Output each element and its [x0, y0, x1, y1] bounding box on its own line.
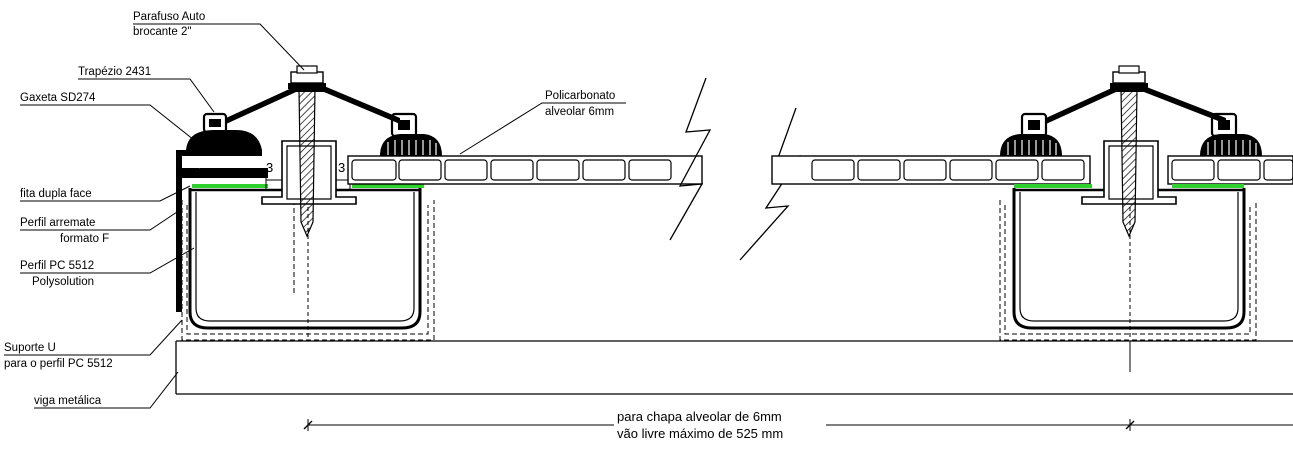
right-trapezio [1046, 86, 1226, 124]
span-dimension: para chapa alveolar de 6mm vão livre máx… [303, 408, 1293, 442]
left-gasket [186, 112, 262, 150]
right-profile-assembly [999, 65, 1262, 341]
polycarbonate-sheet-right [771, 155, 1293, 185]
right-gasket-b [1200, 112, 1262, 156]
left-screw [288, 65, 326, 238]
left-pc5512-profile [188, 188, 422, 330]
left-tape-2 [352, 184, 424, 188]
callout-labels: Parafuso Auto brocante 2" Trapézio 2431 … [4, 11, 615, 407]
label-gaxeta: Gaxeta SD274 [20, 92, 96, 104]
label-policarbonato-1: Policarbonato [545, 90, 615, 102]
label-screw-2: brocante 2" [133, 26, 191, 38]
label-screw-1: Parafuso Auto [133, 11, 205, 23]
label-gap-left: 3 [266, 160, 273, 175]
label-viga: viga metálica [34, 395, 102, 407]
right-gasket-a [1000, 112, 1062, 156]
label-perfil-arremate-1: Perfil arremate [20, 217, 95, 229]
right-tape-1 [1014, 184, 1092, 188]
label-suporte-2: para o perfil PC 5512 [4, 358, 113, 370]
left-trapezio [226, 86, 400, 124]
right-tape-2 [1172, 184, 1244, 188]
left-profile-assembly [176, 65, 442, 341]
leader-lines [4, 23, 626, 409]
label-perfil-pc-1: Perfil PC 5512 [20, 260, 94, 272]
label-trapezio: Trapézio 2431 [78, 66, 151, 78]
left-u-support [181, 200, 435, 341]
label-fita: fita dupla face [20, 188, 92, 200]
left-tape-1 [192, 184, 268, 188]
label-perfil-pc-2: Polysolution [32, 276, 94, 288]
break-line-left [669, 77, 712, 241]
dimension-line-2: vão livre máximo de 525 mm [617, 426, 783, 441]
dimension-line-1: para chapa alveolar de 6mm [617, 409, 782, 424]
label-policarbonato-2: alveolar 6mm [545, 106, 614, 118]
label-perfil-arremate-2: formato F [60, 233, 109, 245]
steel-beam [175, 340, 1293, 395]
right-gasket-left-side [380, 112, 442, 156]
label-gap-right: 3 [338, 160, 345, 175]
polycarbonate-sheet-left [347, 155, 703, 185]
right-screw [1110, 65, 1148, 238]
label-suporte-1: Suporte U [4, 342, 56, 354]
